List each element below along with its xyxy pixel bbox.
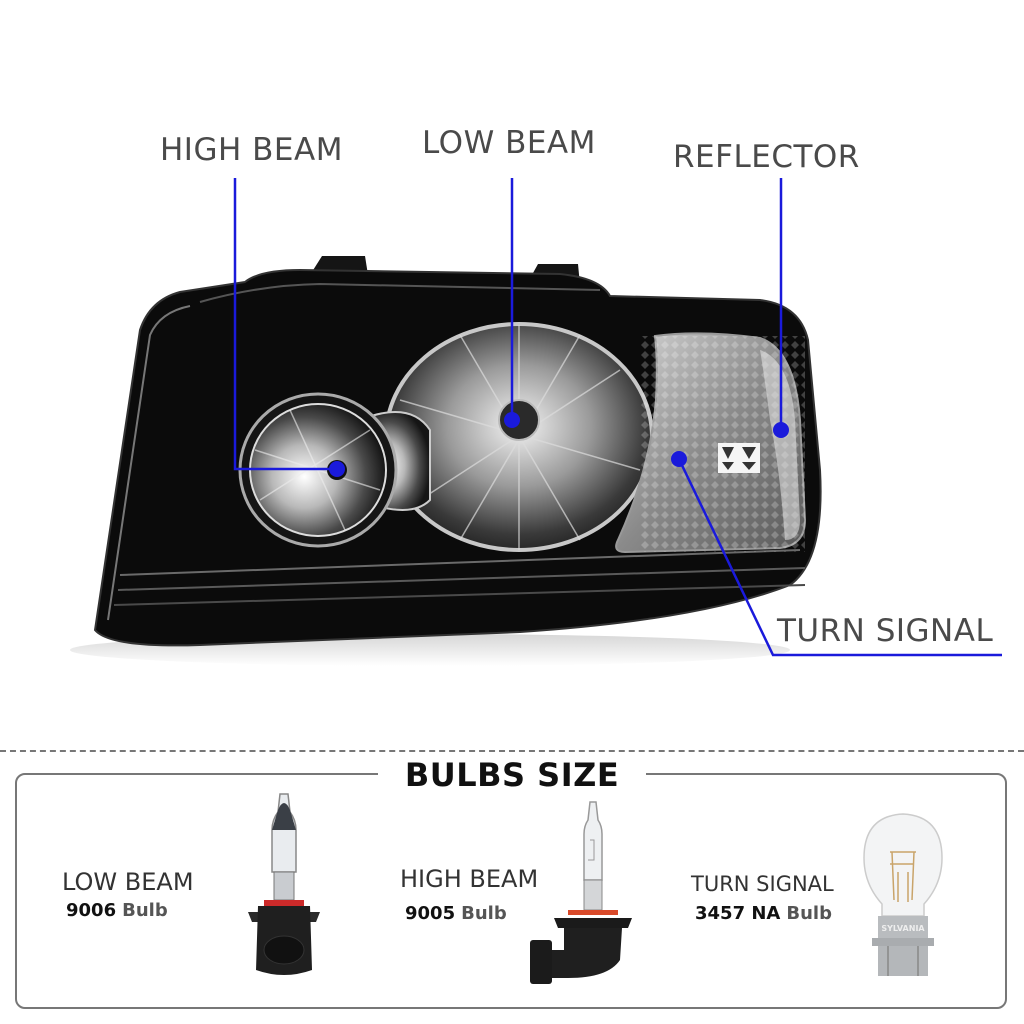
bulb-code: 3457 NA: [695, 903, 781, 924]
bulbs-size-title: BULBS SIZE: [378, 756, 646, 796]
bulb-code: 9005: [405, 903, 456, 924]
bulb-unit: Bulb: [122, 900, 168, 921]
bulb-code: 9006: [66, 900, 117, 921]
bulb-label-low-beam: LOW BEAM: [62, 868, 194, 896]
headlight-image: [70, 178, 1002, 666]
bulb-unit: Bulb: [461, 903, 507, 924]
callout-reflector: REFLECTOR: [673, 139, 860, 175]
bulb-3457-icon: SYLVANIA: [863, 813, 943, 976]
callout-turn-signal: TURN SIGNAL: [777, 613, 994, 649]
bulb-label-turn-signal: TURN SIGNAL: [691, 872, 834, 896]
callout-low-beam: LOW BEAM: [422, 125, 596, 161]
callout-high-beam: HIGH BEAM: [160, 132, 343, 168]
bulb-brand: SYLVANIA: [881, 924, 925, 933]
bulb-9006-icon: [248, 793, 320, 975]
bulb-unit: Bulb: [786, 903, 832, 924]
bulb-label-high-beam: HIGH BEAM: [400, 865, 539, 893]
dashed-divider: [0, 750, 1024, 752]
bulb-9005-icon: [530, 801, 632, 984]
